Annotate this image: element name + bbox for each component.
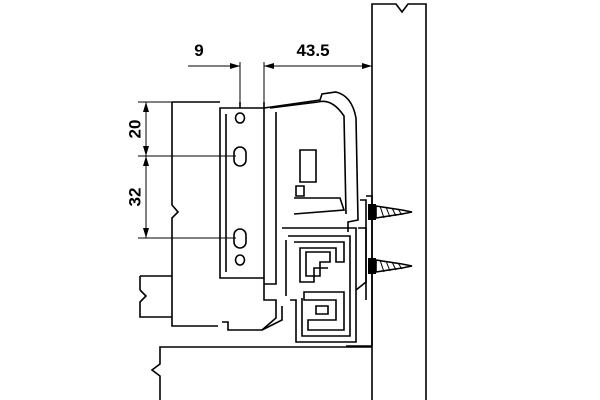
cabinet-bottom-panel (150, 346, 372, 400)
dimension-label-43-5: 43.5 (296, 41, 329, 60)
dimension-top: 9 43.5 (188, 41, 372, 102)
mounting-hole-bottom (234, 254, 246, 266)
dimension-label-9: 9 (194, 41, 203, 60)
drawer-side-panel (139, 101, 220, 327)
cabinet-side-panel (371, 3, 427, 400)
runner-housing (222, 91, 359, 331)
runner-rail-profiles (282, 227, 372, 347)
wood-screw-upper (368, 204, 413, 220)
front-bracket-plate (219, 102, 265, 279)
cabinet-mounting-bracket (360, 195, 373, 346)
wood-screw-lower (368, 258, 413, 274)
dimension-label-32: 32 (125, 188, 144, 207)
mounting-hole-top (234, 112, 246, 124)
dimension-side: 20 32 (125, 101, 236, 239)
dimension-label-20: 20 (125, 120, 144, 139)
